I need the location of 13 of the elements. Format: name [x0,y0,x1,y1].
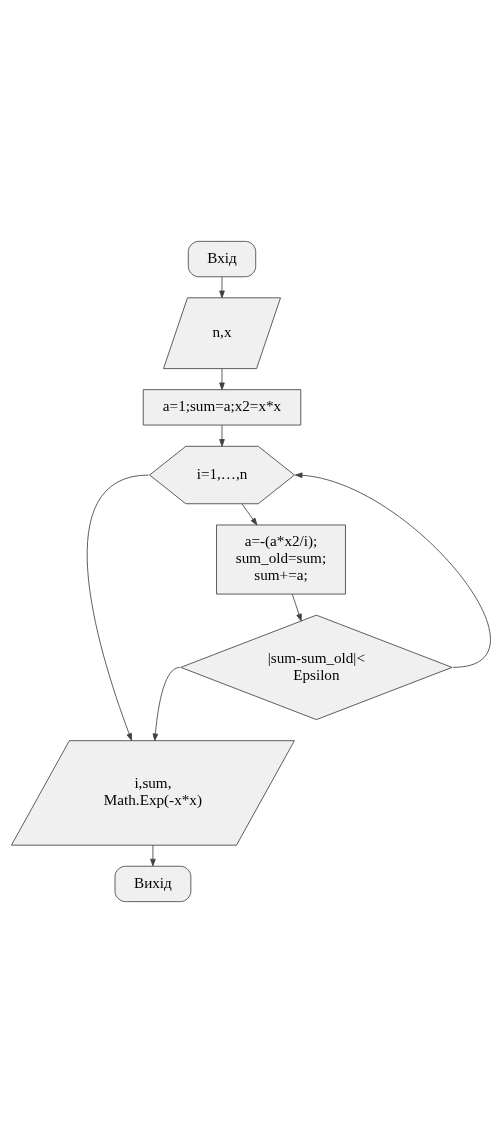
node-box: a=1;sum=a;x2=x*x [142,388,302,425]
node-box: a=-(a*x2/i); sum_old=sum; sum+=a; [216,524,346,594]
arrow [219,276,225,298]
node-box: Вхід [187,240,257,277]
arrow [219,367,225,390]
arrow [291,593,302,621]
node-box: Вихід [114,865,192,902]
arrow [152,666,181,741]
arrow [87,474,150,741]
arrow [219,424,225,447]
arrow [294,471,491,668]
arrow [150,844,156,866]
arrow [241,502,258,525]
